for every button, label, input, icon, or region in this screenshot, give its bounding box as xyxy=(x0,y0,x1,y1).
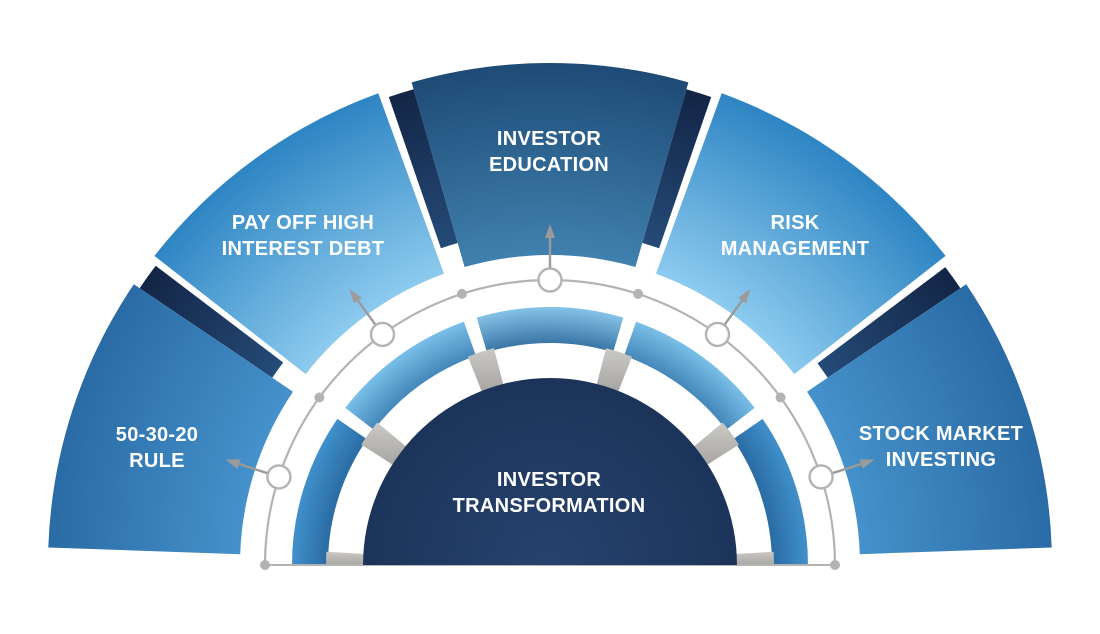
pointer-arrowhead-icon xyxy=(859,459,875,469)
pointer-arrow-line xyxy=(238,462,268,475)
connector-node xyxy=(808,464,834,490)
support-tab xyxy=(361,422,406,465)
connector-dot xyxy=(314,392,325,403)
segment-investor-education-wedge xyxy=(411,62,689,267)
connector-dot xyxy=(633,288,644,299)
edge-shadow xyxy=(139,265,284,378)
connector-dot xyxy=(260,560,270,570)
connector-node xyxy=(369,321,396,348)
pointer-arrowhead-icon xyxy=(545,224,555,238)
segment-label-investor-education-line1: INVESTOR xyxy=(497,128,602,150)
pointer-arrowhead-icon xyxy=(349,289,362,304)
support-tab xyxy=(596,348,633,391)
support-tab xyxy=(326,551,364,565)
connector-dot xyxy=(456,288,467,299)
segment-50-30-20-rule-wedge xyxy=(48,284,293,555)
support-tab xyxy=(736,551,774,565)
segment-label-pay-off-high-interest-debt-line1: PAY OFF HIGH xyxy=(232,212,374,234)
segment-label-stock-market-investing-line1: STOCK MARKET xyxy=(859,423,1023,445)
connector-node xyxy=(537,267,563,293)
connector-node xyxy=(266,464,292,490)
edge-shadow xyxy=(817,267,961,378)
diagram-labels: 50-30-20 RULE PAY OFF HIGH INTEREST DEBT… xyxy=(116,128,1023,517)
segment-label-investor-education-line2: EDUCATION xyxy=(489,154,609,176)
pointer-arrow-line xyxy=(723,299,744,326)
connector-dot xyxy=(775,392,786,403)
segment-stock-market-investing-inner-wedge xyxy=(733,418,808,565)
segment-50-30-20-rule-inner-wedge xyxy=(292,418,367,565)
center-dome-label-line2: TRANSFORMATION xyxy=(453,495,646,517)
support-tab xyxy=(694,422,739,465)
center-dome xyxy=(363,378,737,565)
connector-dot xyxy=(830,560,840,570)
segment-label-stock-market-investing-line2: INVESTING xyxy=(886,449,997,471)
edge-shadow xyxy=(642,89,712,249)
segment-investor-education-inner-wedge xyxy=(476,306,624,353)
pointer-arrow-line xyxy=(356,299,377,326)
segment-pay-off-high-interest-debt-inner-wedge xyxy=(345,321,476,430)
segment-label-risk-management-line2: MANAGEMENT xyxy=(721,238,870,260)
segment-risk-management-wedge xyxy=(656,93,946,375)
segment-label-risk-management-line1: RISK xyxy=(771,212,820,234)
pointer-arrowhead-icon xyxy=(738,289,751,304)
edge-shadow xyxy=(388,89,458,249)
segment-risk-management-inner-wedge xyxy=(624,321,755,430)
segment-pay-off-high-interest-debt-wedge xyxy=(154,93,444,375)
diagram-shapes xyxy=(48,62,1052,570)
segment-label-pay-off-high-interest-debt-line2: INTEREST DEBT xyxy=(222,238,385,260)
segment-label-50-30-20-rule-line2: RULE xyxy=(129,450,185,472)
pointer-arrowhead-icon xyxy=(225,459,241,469)
segment-stock-market-investing-wedge xyxy=(807,284,1052,555)
segment-label-50-30-20-rule-line1: 50-30-20 xyxy=(116,424,198,446)
pointer-arrow-line xyxy=(832,462,862,475)
support-tab xyxy=(467,348,504,391)
connector-node xyxy=(704,321,731,348)
center-dome-label-line1: INVESTOR xyxy=(497,469,602,491)
